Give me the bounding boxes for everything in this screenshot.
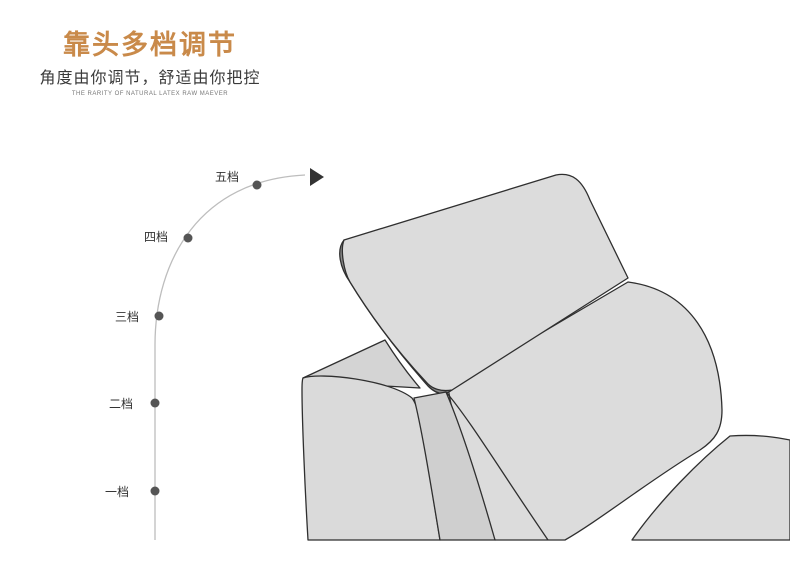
page-subtitle: 角度由你调节，舒适由你把控 [39,68,261,87]
gear-dot-3 [154,311,164,321]
tagline: THE RARITY OF NATURAL LATEX RAW MAEVER [71,91,229,97]
gear-dot-1 [150,486,160,496]
page-title: 靠头多档调节 [63,30,237,61]
sofa-illustration [301,173,790,541]
gear-label-3: 三档 [115,310,139,324]
gear-label-4: 四档 [144,230,168,244]
headrest [341,173,629,392]
angle-arc [154,174,306,540]
gear-dot-4 [183,233,193,243]
gear-dot-5 [252,180,262,190]
armrest [301,375,441,541]
sofa-seat [631,434,790,541]
header: 靠头多档调节 角度由你调节，舒适由你把控 THE RARITY OF NATUR… [30,30,270,98]
gear-label-1: 一档 [105,485,129,499]
gear-label-5: 五档 [215,170,239,184]
gear-label-2: 二档 [109,397,133,411]
seat-gap [413,391,496,541]
inner-crease [445,391,549,541]
gear-dot-2 [150,398,160,408]
arc-arrow-icon [310,168,324,186]
